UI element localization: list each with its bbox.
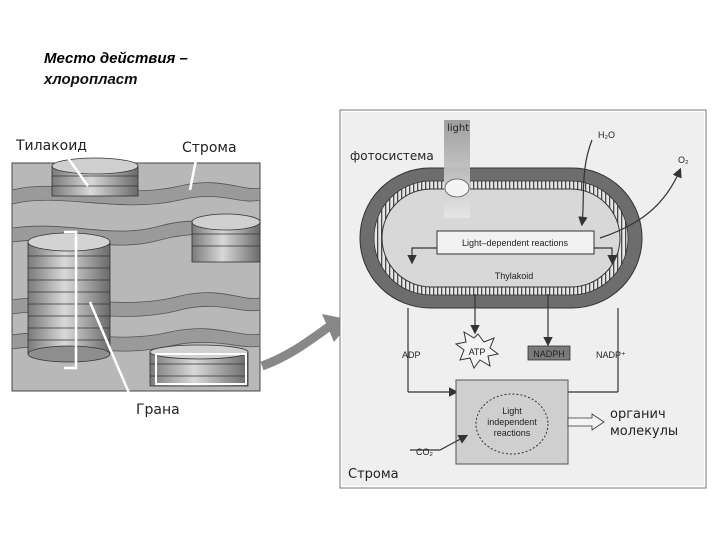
calvin-cycle-ring bbox=[475, 393, 549, 455]
thylakoid-reaction-panel bbox=[339, 109, 707, 489]
atp-burst bbox=[454, 330, 500, 370]
organic-label-line1: органич bbox=[610, 407, 666, 422]
granum-main bbox=[27, 232, 111, 363]
nadph-box bbox=[527, 345, 571, 361]
lir-label-line2: independent bbox=[487, 417, 537, 427]
nadph-label: NADPH bbox=[533, 349, 565, 359]
lir-label-line3: reactions bbox=[494, 428, 531, 438]
light-label: light bbox=[447, 123, 469, 134]
co2-label: CO₂ bbox=[416, 447, 434, 457]
chloroplast-stroma-figure bbox=[11, 157, 261, 401]
adp-label: ADP bbox=[402, 350, 421, 360]
stroma-label-left: Строма bbox=[182, 140, 237, 156]
h2o-label: H₂O bbox=[598, 130, 615, 140]
zoom-arrow bbox=[260, 314, 352, 371]
light-dependent-box bbox=[436, 230, 595, 255]
photosystem-complex bbox=[444, 178, 470, 198]
light-independent-box bbox=[455, 379, 569, 465]
light-beam bbox=[444, 120, 470, 218]
lir-label-line1: Light bbox=[502, 406, 522, 416]
stroma-pointer bbox=[188, 159, 198, 191]
thylakoid-label: Тилакоид bbox=[15, 138, 87, 154]
slide-title-line2: хлоропласт bbox=[44, 71, 138, 88]
light-dependent-label: Light–dependent reactions bbox=[462, 238, 569, 248]
thylakoid-pointer bbox=[66, 157, 90, 187]
nadp-label: NADP⁺ bbox=[596, 350, 626, 360]
organic-label-line2: молекулы bbox=[610, 424, 678, 439]
photosystem-label: фотосистема bbox=[350, 149, 434, 163]
organic-output-arrow bbox=[567, 413, 605, 431]
granum-right bbox=[191, 213, 261, 263]
o2-label: O₂ bbox=[678, 155, 689, 165]
slide-title-line1: Место действия – bbox=[44, 50, 188, 67]
selected-region-box bbox=[155, 353, 247, 385]
grana-label: Грана bbox=[136, 402, 180, 418]
granum-bottom-right bbox=[149, 344, 249, 387]
thylakoid-inner-label: Thylakoid bbox=[495, 271, 534, 281]
grana-pointer bbox=[88, 301, 134, 401]
stroma-label-right: Строма bbox=[348, 467, 399, 482]
atp-label: ATP bbox=[469, 347, 486, 357]
granum-top-left bbox=[51, 157, 139, 197]
grana-bracket bbox=[64, 230, 78, 370]
